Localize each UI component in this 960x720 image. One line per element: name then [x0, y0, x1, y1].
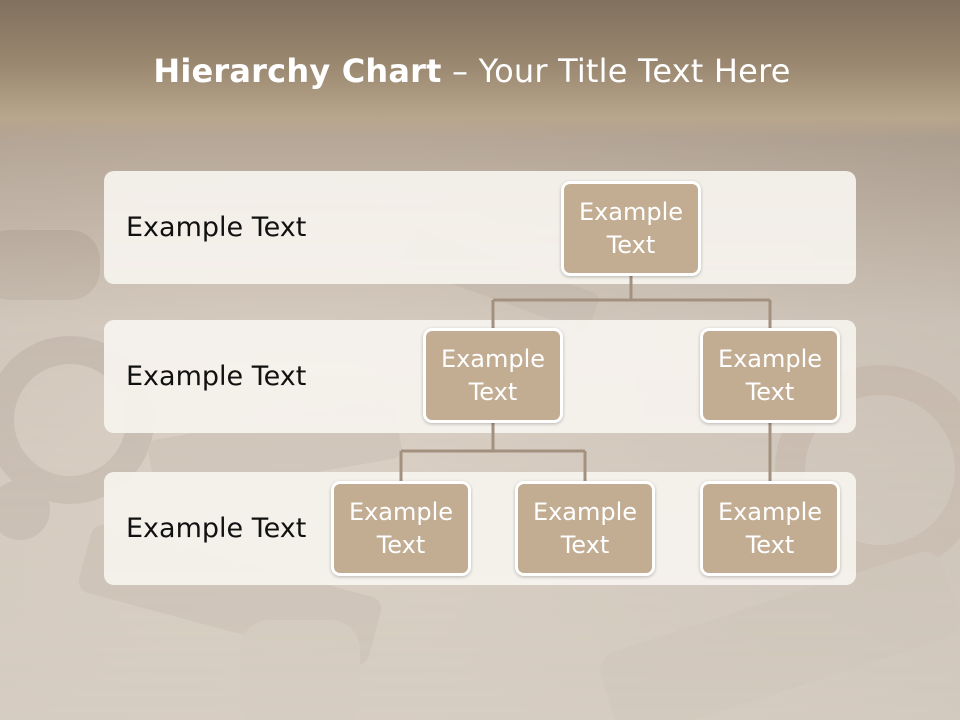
level-label: Example Text [126, 212, 307, 243]
node-level3-b[interactable]: Example Text [515, 481, 655, 576]
node-level3-a[interactable]: Example Text [331, 481, 471, 576]
title-bold: Hierarchy Chart [153, 52, 442, 90]
title-rest: – Your Title Text Here [441, 52, 791, 90]
node-text: Example Text [578, 197, 684, 259]
node-root[interactable]: Example Text [561, 181, 701, 276]
node-text: Example Text [717, 344, 823, 406]
node-level2-left[interactable]: Example Text [423, 328, 563, 423]
node-level2-right[interactable]: Example Text [700, 328, 840, 423]
node-text: Example Text [532, 497, 638, 559]
node-text: Example Text [440, 344, 546, 406]
node-text: Example Text [717, 497, 823, 559]
level-label: Example Text [126, 361, 307, 392]
node-level3-c[interactable]: Example Text [700, 481, 840, 576]
level-label: Example Text [126, 513, 307, 544]
title-bar [0, 0, 960, 140]
slide-title: Hierarchy Chart – Your Title Text Here [0, 52, 944, 90]
connector-left [399, 423, 587, 482]
level-band-1: Example Text [104, 171, 856, 284]
node-text: Example Text [348, 497, 454, 559]
connector-root [491, 276, 772, 330]
